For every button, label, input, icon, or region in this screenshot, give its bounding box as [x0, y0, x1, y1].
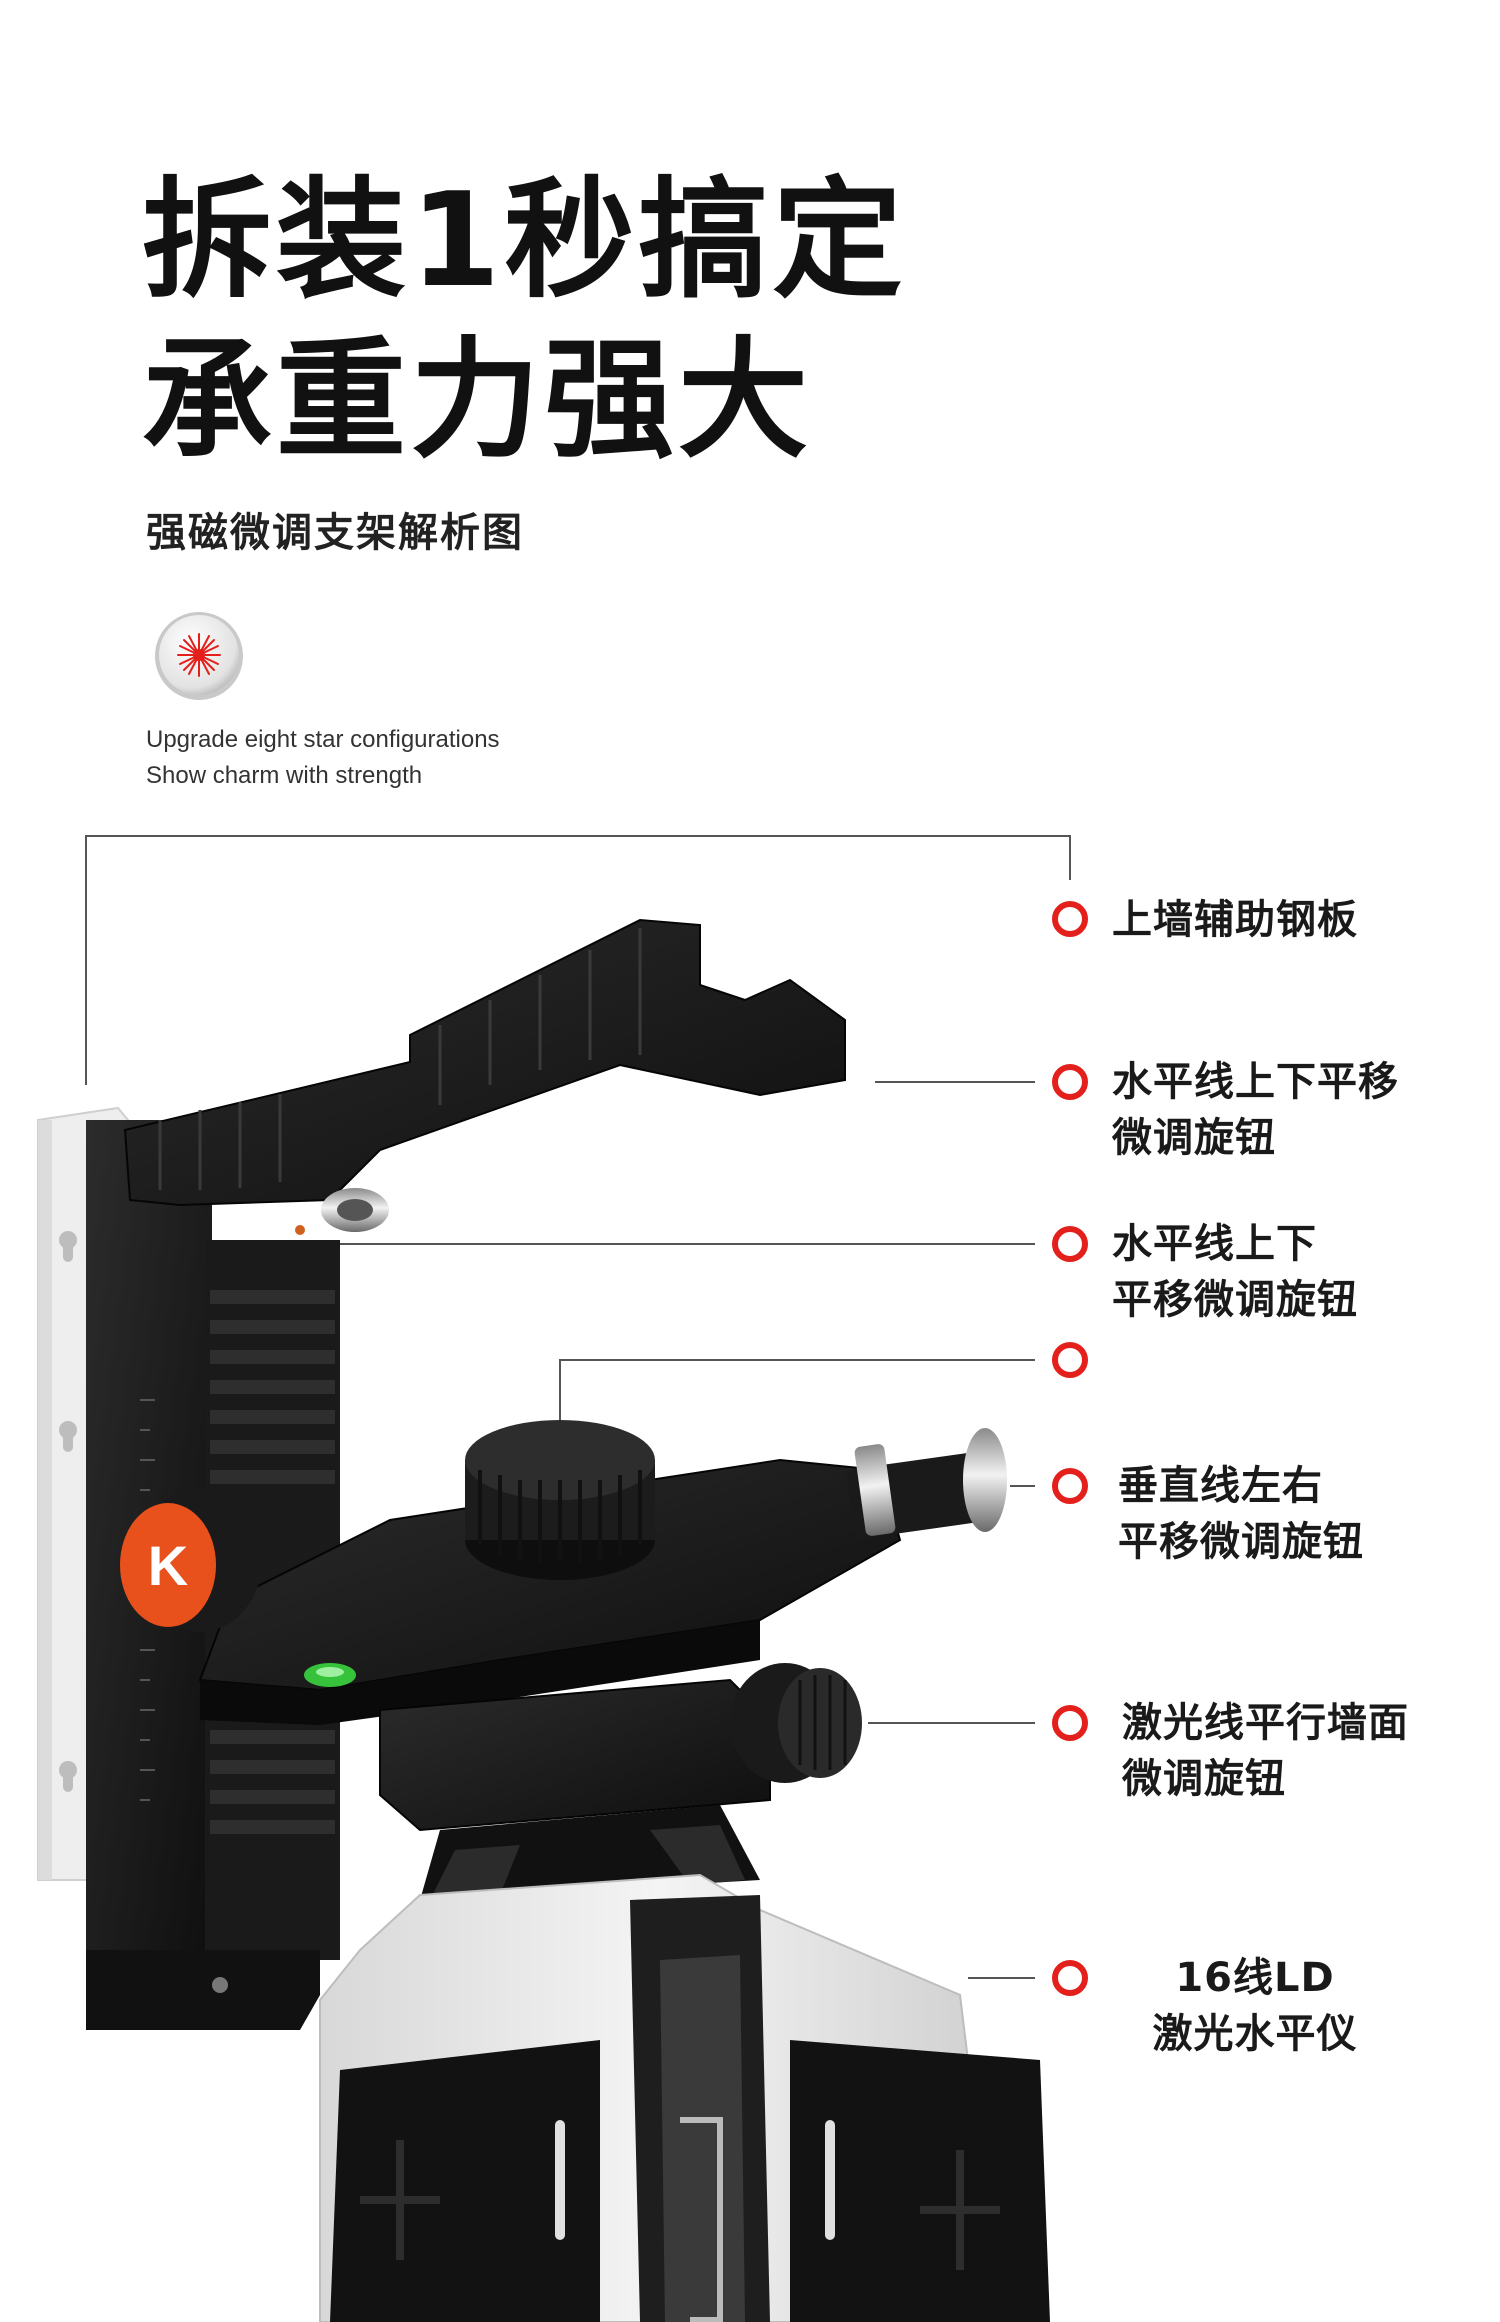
leader-line-knob-top: [559, 1359, 1035, 1428]
marker-5: [1052, 1468, 1088, 1504]
tagline-line-1: Upgrade eight star configurations: [146, 726, 500, 753]
brand-logo: K: [148, 1534, 188, 1597]
callout-vertical-knob: 垂直线左右 平移微调旋钮: [1118, 1458, 1364, 1570]
callout-3-line-1: 水平线上下: [1112, 1221, 1317, 1267]
marker-3: [1052, 1226, 1088, 1262]
callout-steel-plate: 上墙辅助钢板: [1112, 892, 1358, 948]
top-clamp: [123, 918, 846, 1235]
callout-6-line-2: 微调旋钮: [1122, 1756, 1286, 1802]
callout-laser-level: 16线LD 激光水平仪: [1140, 1950, 1370, 2062]
callout-horizontal-knob-a: 水平线上下平移 微调旋钮: [1112, 1054, 1399, 1166]
laser-level-body: [319, 1873, 1050, 2322]
callout-7-line-1: 16线LD: [1175, 1955, 1335, 2001]
headline: 拆装1秒搞定 承重力强大: [142, 160, 906, 480]
callout-6-line-1: 激光线平行墙面: [1122, 1700, 1409, 1746]
callout-markers: [1052, 901, 1088, 1996]
callout-2-line-2: 微调旋钮: [1112, 1115, 1276, 1161]
laser-burst-icon: [155, 612, 243, 700]
headline-line-1: 拆装1秒搞定: [142, 164, 907, 316]
headline-line-2: 承重力强大: [142, 324, 813, 476]
brand-knob: K: [120, 1488, 262, 1632]
callout-1-line-1: 上墙辅助钢板: [1112, 897, 1358, 943]
callout-2-line-1: 水平线上下平移: [1112, 1059, 1399, 1105]
marker-4: [1052, 1342, 1088, 1378]
marker-1: [1052, 901, 1088, 937]
callout-5-line-2: 平移微调旋钮: [1118, 1519, 1364, 1565]
callout-7-line-2: 激光水平仪: [1152, 2011, 1358, 2057]
leader-line-steel-plate: [85, 835, 1071, 1085]
callout-horizontal-knob-b: 水平线上下 平移微调旋钮: [1112, 1216, 1358, 1328]
product-diagram: K: [37, 835, 1088, 2322]
silver-side-knob: [847, 1428, 1007, 1539]
callout-3-line-2: 平移微调旋钮: [1112, 1277, 1358, 1323]
marker-7: [1052, 1960, 1088, 1996]
callout-parallel-knob: 激光线平行墙面 微调旋钮: [1122, 1695, 1409, 1807]
callout-5-line-1: 垂直线左右: [1118, 1463, 1323, 1509]
marker-6: [1052, 1705, 1088, 1741]
tagline-line-2: Show charm with strength: [146, 762, 423, 789]
top-knob: [465, 1420, 655, 1580]
subtitle: 强磁微调支架解析图: [146, 510, 524, 556]
marker-2: [1052, 1064, 1088, 1100]
